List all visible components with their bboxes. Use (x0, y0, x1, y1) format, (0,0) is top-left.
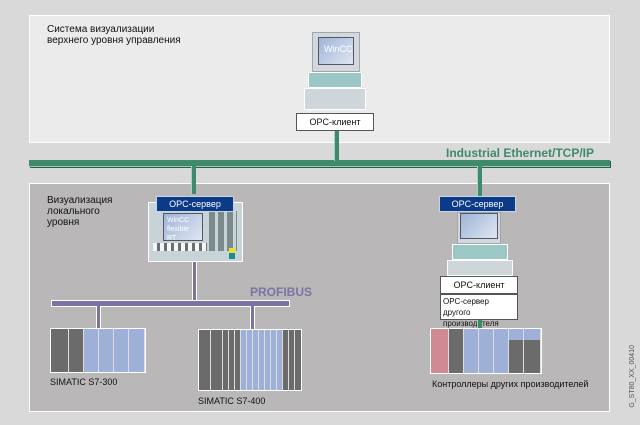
s7-300-label: SIMATIC S7-300 (50, 377, 118, 387)
panel-screen: WinCC flexible RT (163, 213, 203, 242)
panel-teal-key (229, 253, 235, 259)
lower-zone-title: Визуализация локального уровня (47, 195, 113, 228)
figure-code: G_ST80_XX_00410 (629, 345, 636, 408)
top-pc-base (308, 72, 362, 88)
top-monitor-screen: WinCC (318, 37, 354, 65)
panel-yellow-key (229, 248, 235, 253)
top-monitor: WinCC (312, 32, 360, 72)
right-opc-server-tag: OPC-сервер (439, 196, 516, 212)
operator-panel: WinCC flexible RT (148, 202, 243, 262)
s7-300-link (96, 306, 101, 330)
third-party-link (477, 320, 482, 329)
s7-300-rack (50, 328, 146, 373)
ethernet-label: Industrial Ethernet/TCP/IP (446, 146, 595, 160)
panel-function-keys (153, 243, 207, 251)
panel-profibus-link (192, 262, 197, 302)
panel-screen-line1: WinCC (167, 217, 190, 224)
profibus-bus (51, 300, 290, 307)
upper-zone-title: Система визуализации верхнего уровня упр… (47, 24, 181, 46)
right-station-link (477, 166, 482, 196)
third-party-opc-server-label: OPC-сервер другого производителя (440, 294, 518, 328)
s7-400-rack (198, 329, 302, 391)
right-monitor (457, 212, 501, 244)
s7-400-label: SIMATIC S7-400 (198, 396, 266, 406)
right-opc-client-label: OPC-клиент (440, 276, 518, 294)
right-keyboard (447, 260, 513, 276)
top-opc-client-label: OPC-клиент (296, 113, 374, 131)
right-pc-base (452, 244, 508, 260)
third-party-rack (430, 328, 542, 374)
ethernet-bus (29, 160, 610, 167)
third-party-label: Контроллеры других производителей (432, 379, 589, 389)
panel-keypad (209, 211, 237, 251)
panel-screen-line2: flexible RT (167, 226, 189, 242)
profibus-label: PROFIBUS (250, 285, 313, 299)
panel-opc-server-tag: OPC-сервер (156, 196, 234, 212)
right-monitor-screen (460, 213, 498, 239)
s7-400-link (250, 306, 255, 330)
top-keyboard (304, 88, 366, 110)
panel-ethernet-link (191, 166, 196, 194)
top-station-link (334, 130, 339, 161)
